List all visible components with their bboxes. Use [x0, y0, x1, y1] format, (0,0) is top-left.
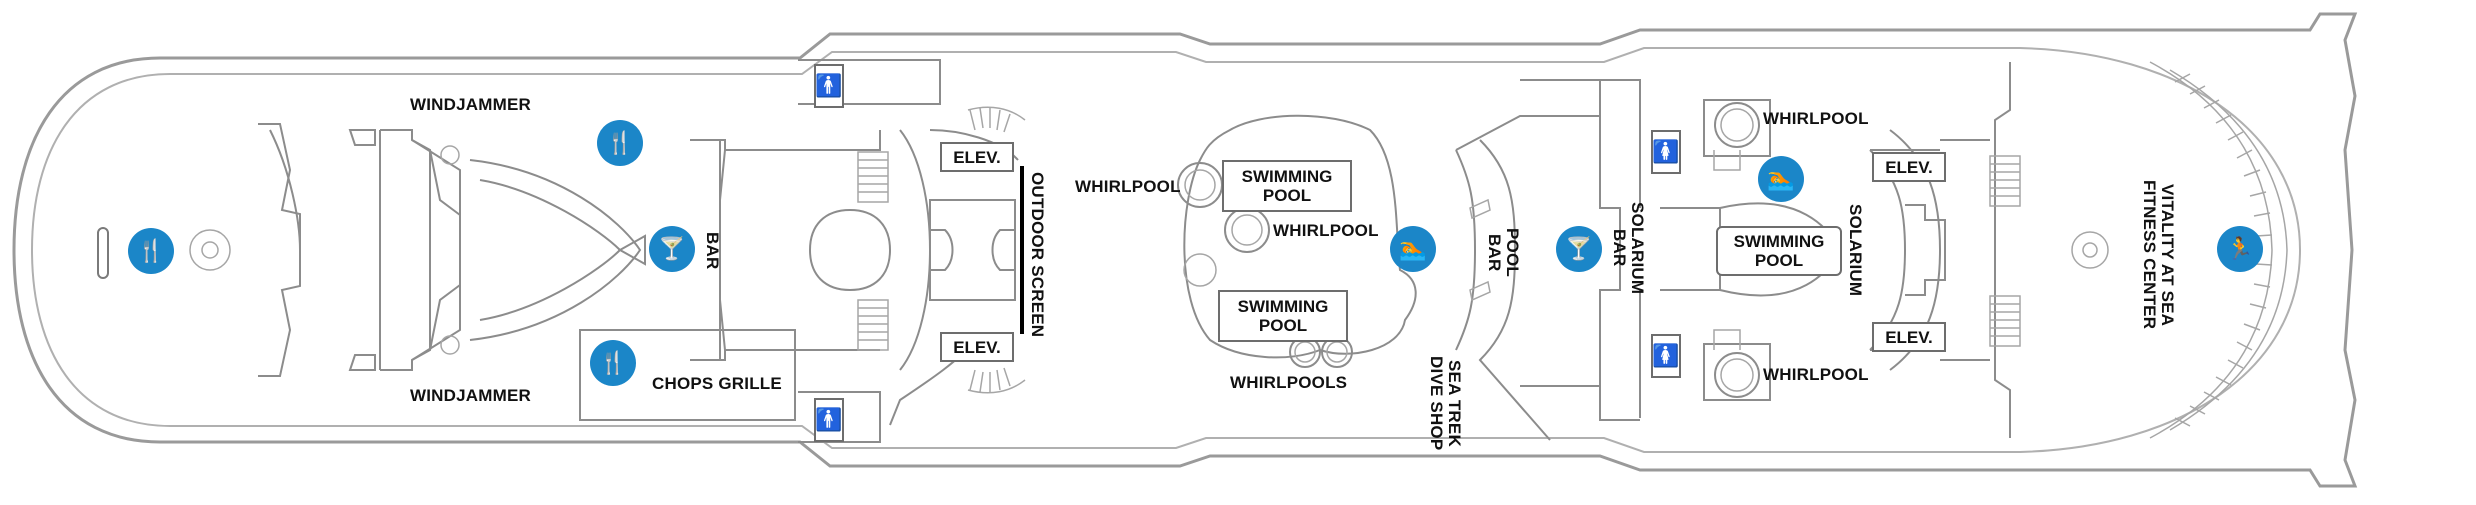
- restroom-icon: 🚹: [814, 398, 844, 442]
- chops-grille-label: CHOPS GRILLE: [652, 374, 782, 393]
- swimmer-icon: 🏊: [1758, 156, 1804, 202]
- whirlpool-solarium-top-label: WHIRLPOOL: [1763, 109, 1869, 128]
- outdoor-screen-label: OUTDOOR SCREEN: [1028, 172, 1047, 338]
- swimming-pool-solarium: SWIMMING POOL: [1716, 226, 1842, 276]
- swimming-pool-bottom: SWIMMING POOL: [1218, 290, 1348, 342]
- bar-aft-label: BAR: [703, 232, 722, 270]
- elevator-fwd-top: ELEV.: [1872, 152, 1946, 182]
- solarium-bar-label: SOLARIUM BAR: [1610, 202, 1647, 295]
- stairs-fwd-top: [1989, 155, 2021, 207]
- solarium-label: SOLARIUM: [1846, 204, 1865, 297]
- stairs-fan-bottom: [967, 367, 1026, 394]
- whirlpool-solarium-bottom-label: WHIRLPOOL: [1763, 365, 1869, 384]
- dining-icon: 🍴: [590, 340, 636, 386]
- whirlpools-label: WHIRLPOOLS: [1230, 373, 1348, 392]
- pool-bar-label: POOL BAR: [1485, 228, 1522, 277]
- windjammer-bottom-label: WINDJAMMER: [410, 386, 531, 405]
- whirlpool-center-label: WHIRLPOOL: [1273, 221, 1379, 240]
- cocktail-glass-icon: 🍸: [649, 226, 695, 272]
- stairs-aft-bottom: [857, 299, 889, 351]
- bow-hatching: [2174, 73, 2273, 427]
- elevator-aft-top: ELEV.: [940, 142, 1014, 172]
- whirlpool-left-label: WHIRLPOOL: [1075, 177, 1181, 196]
- stairs-fan-top: [967, 106, 1026, 133]
- stairs-aft-top: [857, 151, 889, 203]
- swimmer-icon: 🏊: [1390, 226, 1436, 272]
- restroom-icon: 🚹: [814, 64, 844, 108]
- restroom-icon: 🚺: [1651, 130, 1681, 174]
- exercise-icon: 🏃: [2217, 226, 2263, 272]
- vitality-fitness-center-label: VITALITY AT SEA FITNESS CENTER: [2140, 180, 2177, 330]
- swimming-pool-top: SWIMMING POOL: [1222, 160, 1352, 212]
- dining-icon: 🍴: [128, 228, 174, 274]
- elevator-aft-bottom: ELEV.: [940, 332, 1014, 362]
- restroom-icon: 🚺: [1651, 334, 1681, 378]
- dining-icon: 🍴: [597, 120, 643, 166]
- windjammer-top-label: WINDJAMMER: [410, 95, 531, 114]
- sea-trek-dive-shop-label: SEA TREK DIVE SHOP: [1427, 356, 1464, 451]
- stairs-fwd-bottom: [1989, 295, 2021, 347]
- cocktail-glass-icon: 🍸: [1556, 226, 1602, 272]
- elevator-fwd-bottom: ELEV.: [1872, 322, 1946, 352]
